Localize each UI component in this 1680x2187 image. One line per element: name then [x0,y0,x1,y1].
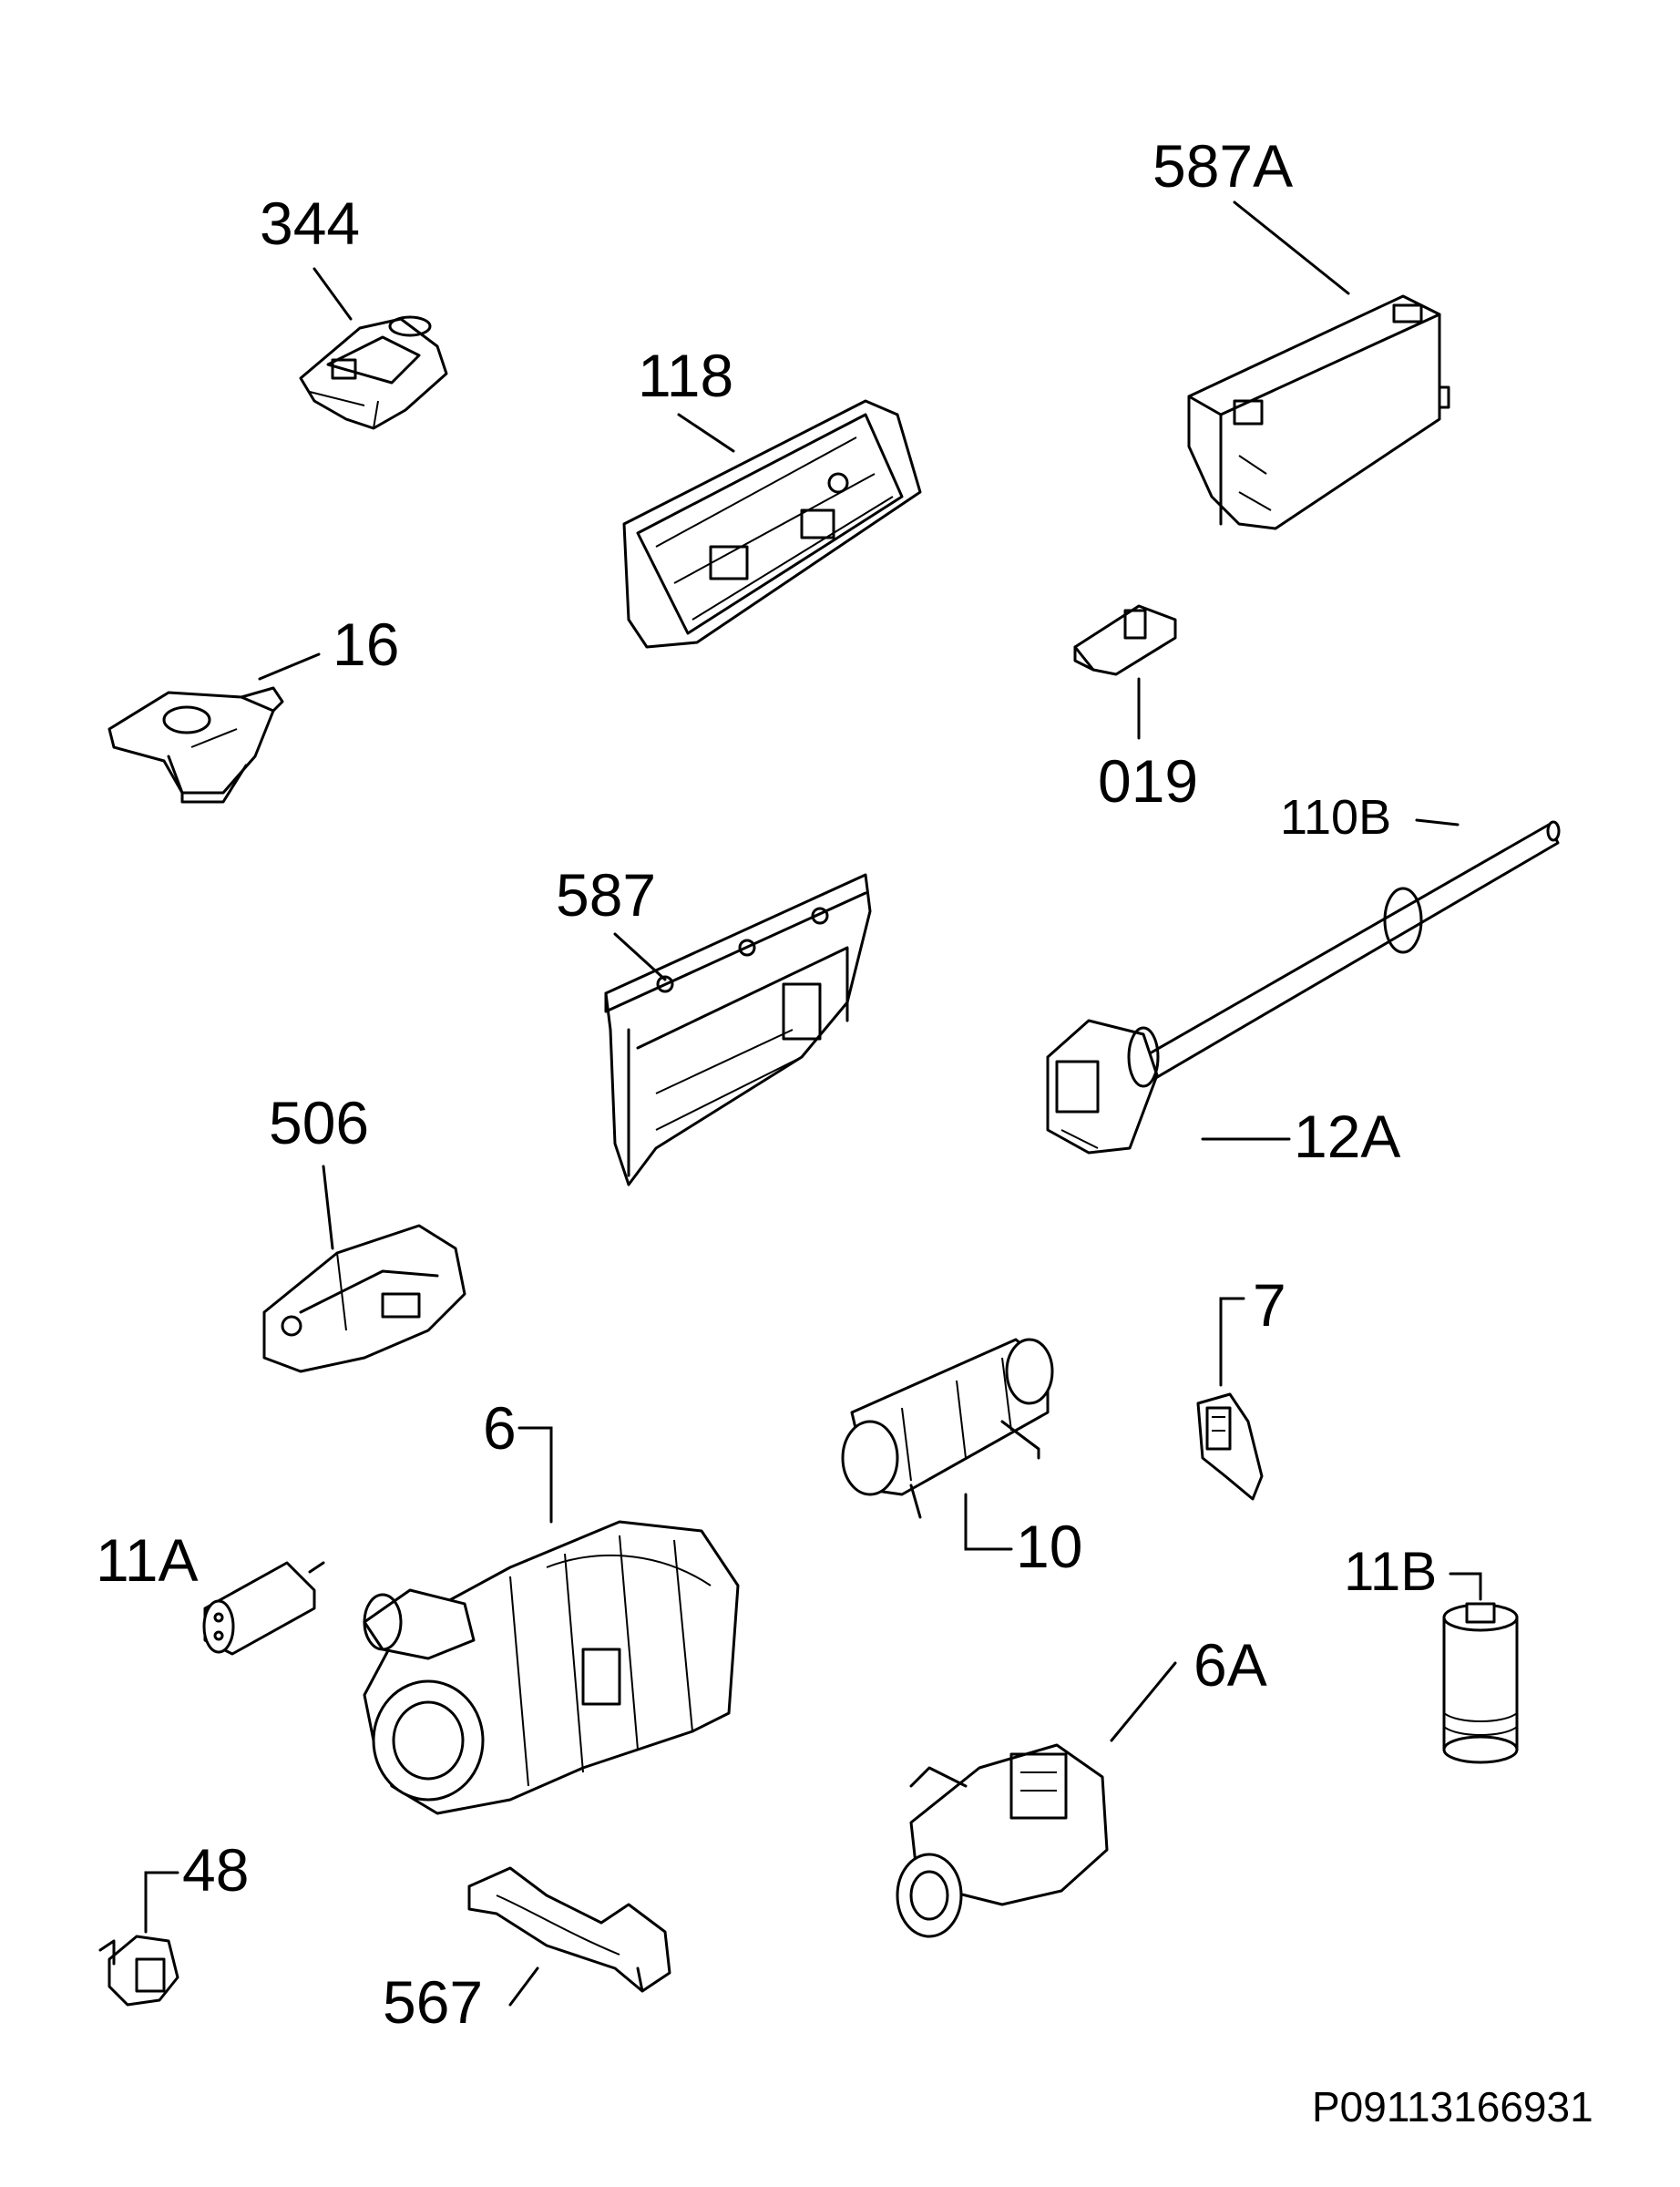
part-118-drawing [622,399,922,649]
part-7-drawing [1196,1392,1264,1501]
label-7[interactable]: 7 [1253,1271,1286,1339]
part-567-drawing [467,1866,671,1993]
part-12A-drawing [1046,820,1561,1155]
label-118[interactable]: 118 [638,342,733,409]
part-587A-drawing [1187,294,1450,530]
leader-506 [322,1165,334,1250]
leader-587A [1233,200,1350,295]
label-587[interactable]: 587 [556,861,656,929]
label-11A[interactable]: 11A [96,1526,199,1594]
part-11A-drawing [202,1561,325,1656]
label-110B[interactable]: 110B [1280,790,1391,845]
part-344-drawing [299,315,448,430]
label-567[interactable]: 567 [383,1968,483,2036]
leader-6 [517,1426,553,1524]
label-344[interactable]: 344 [260,190,360,257]
leader-344 [312,267,353,321]
part-11B-drawing [1442,1602,1519,1764]
part-48-drawing [98,1935,179,2007]
label-11B[interactable]: 11B [1344,1541,1437,1602]
part-6A-drawing [896,1743,1109,1938]
leader-587 [613,932,667,981]
label-6[interactable]: 6 [483,1394,517,1462]
part-10-drawing [841,1338,1054,1519]
leader-118 [677,413,735,453]
leader-110B [1415,818,1460,827]
leader-16 [258,652,321,681]
label-587A[interactable]: 587A [1152,132,1293,200]
leader-11B [1449,1572,1482,1601]
leader-6A [1110,1661,1177,1742]
label-10[interactable]: 10 [1016,1513,1082,1580]
label-506[interactable]: 506 [269,1089,369,1156]
label-019[interactable]: 019 [1098,747,1198,815]
label-16[interactable]: 16 [333,611,399,678]
part-16-drawing [108,686,284,804]
label-6A[interactable]: 6A [1193,1631,1267,1699]
label-12A[interactable]: 12A [1294,1103,1400,1170]
part-6-drawing [363,1520,740,1815]
label-48[interactable]: 48 [182,1836,249,1904]
diagram-reference-code: P09113166931 [1312,2083,1593,2131]
part-019-drawing [1073,604,1177,676]
part-587-drawing [604,873,872,1186]
leader-7 [1219,1297,1245,1387]
leader-10 [964,1493,1013,1551]
part-506-drawing [262,1224,466,1373]
leader-567 [508,1966,539,2007]
leader-48 [144,1871,179,1934]
